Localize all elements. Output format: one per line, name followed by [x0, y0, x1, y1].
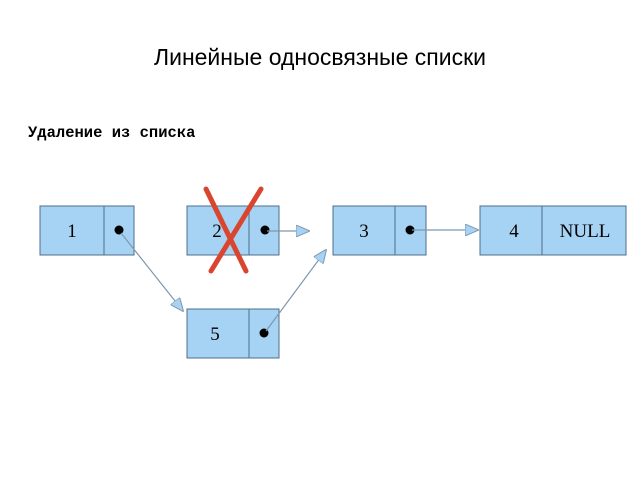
node-4-value: 4	[509, 221, 519, 242]
node-3-value-cell	[332, 205, 396, 256]
node-5-value: 5	[210, 324, 220, 345]
node-2-pointer-dot	[260, 225, 270, 235]
node-3-pointer-dot	[405, 225, 415, 235]
delete-x-stroke-1	[203, 186, 249, 274]
node-1-value: 1	[67, 221, 77, 242]
arrow-node1-to-node5	[120, 232, 183, 311]
node-4-value-cell	[479, 205, 543, 256]
page-title: Линейные односвязные списки	[154, 44, 486, 70]
node-1-pointer-dot	[114, 225, 124, 235]
delete-x-mark	[203, 186, 264, 274]
node-1-value-cell	[39, 205, 105, 256]
node-2-value: 2	[212, 221, 222, 242]
node-1-pointer-cell	[103, 205, 135, 256]
list-node-1: 1	[39, 205, 135, 256]
list-node-5: 5	[186, 308, 280, 359]
list-node-3: 3	[332, 205, 427, 256]
section-subtitle: Удаление из списка	[28, 124, 196, 142]
delete-x-stroke-2	[208, 186, 264, 274]
arrow-node5-to-node3	[265, 250, 326, 332]
list-node-4: 4 NULL	[479, 205, 627, 256]
node-4-pointer-cell	[541, 205, 627, 256]
node-3-value: 3	[359, 221, 369, 242]
node-4-null-label: NULL	[560, 221, 611, 242]
